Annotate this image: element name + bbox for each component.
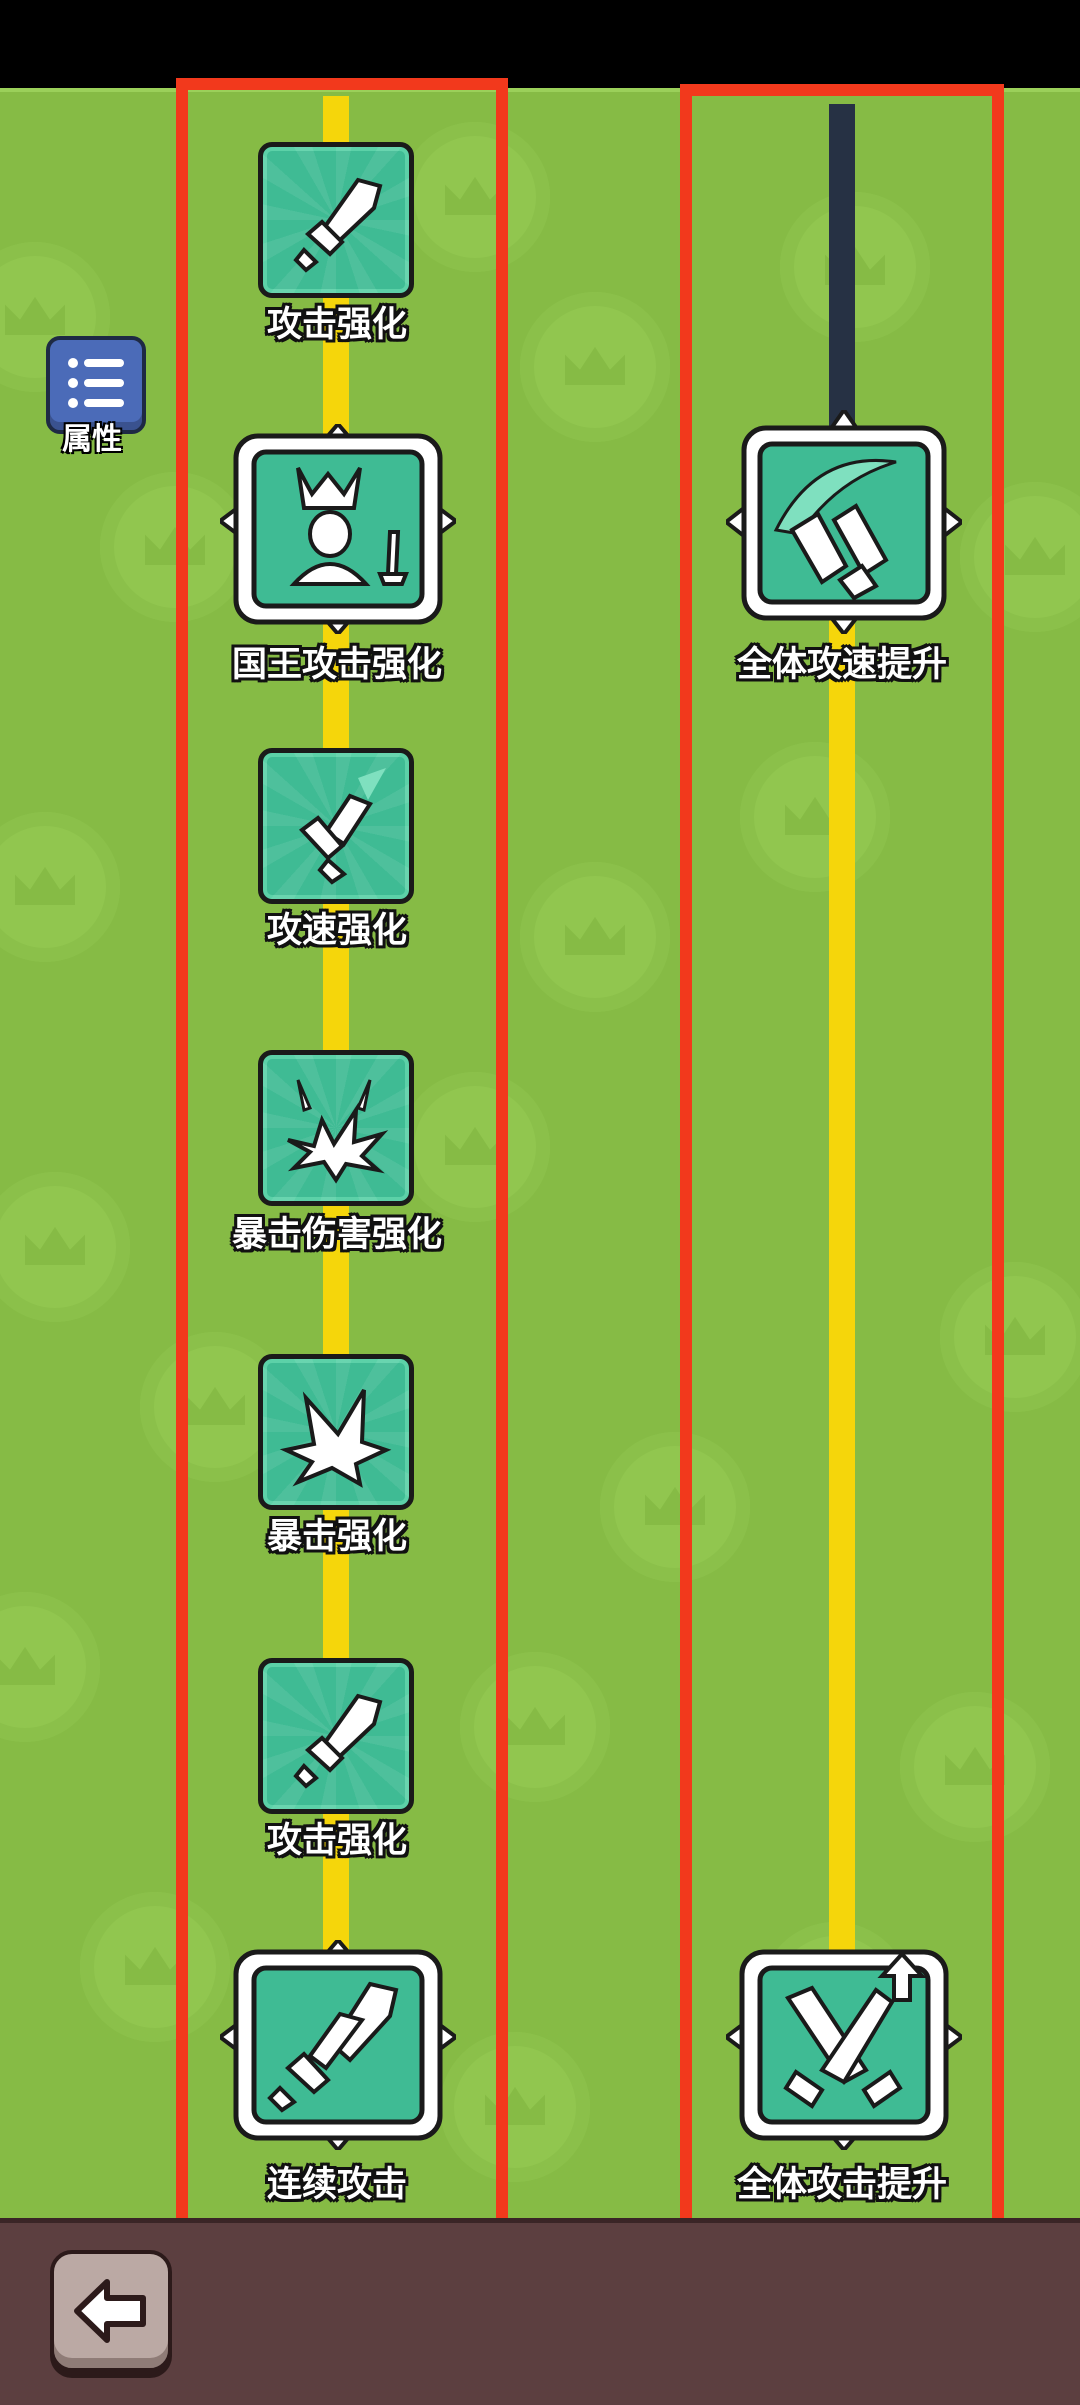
right-connector-line [829, 454, 855, 2054]
skill-node-attack-up-2[interactable] [258, 1658, 414, 1814]
background-coin [80, 1892, 230, 2042]
skill-node-attack-speed-up[interactable] [258, 748, 414, 904]
attributes-button[interactable]: 属性 [42, 336, 146, 456]
all-attack-speed-icon [773, 458, 897, 601]
background-coin [520, 862, 670, 1012]
crit-damage-icon [287, 1079, 389, 1184]
crit-icon [279, 1388, 392, 1488]
fast-sword-icon [299, 768, 386, 885]
sword-icon [293, 1693, 383, 1789]
bottom-bar [0, 2218, 1080, 2405]
skill-node-crit-up[interactable] [258, 1354, 414, 1510]
skill-label: 攻速强化 [266, 911, 408, 950]
background-coin [440, 2032, 590, 2182]
background-coin [960, 482, 1080, 632]
skill-label: 攻击强化 [266, 305, 408, 344]
skill-label: 暴击强化 [266, 1517, 408, 1556]
skill-node-all-attack-up[interactable] [726, 1940, 962, 2150]
list-icon [46, 336, 146, 434]
skill-node-king-attack-up[interactable] [220, 424, 456, 634]
skill-label: 全体攻速提升 [736, 645, 948, 684]
back-arrow-icon [74, 2279, 146, 2343]
attributes-label: 属性 [62, 423, 122, 456]
skill-node-attack-up[interactable] [258, 142, 414, 298]
skill-label: 连续攻击 [266, 2165, 408, 2204]
sword-icon [293, 177, 383, 273]
all-attack-up-icon [783, 1951, 927, 2109]
skill-label: 暴击伤害强化 [231, 1215, 443, 1254]
background-coin [900, 1692, 1050, 1842]
background-coin [780, 192, 930, 342]
skill-label: 全体攻击提升 [736, 2165, 948, 2204]
background-coin [740, 742, 890, 892]
highlight-box-right [680, 84, 1004, 2254]
background-coin [100, 472, 250, 622]
background-coin [940, 1262, 1080, 1412]
status-bar [0, 0, 1080, 88]
background-coin [0, 1592, 100, 1742]
background-coin [600, 1432, 750, 1582]
background-coin [0, 1172, 130, 1322]
back-button[interactable] [50, 2250, 172, 2372]
skill-node-combo-attack[interactable] [220, 1940, 456, 2150]
background-coin [400, 122, 550, 272]
skill-label: 国王攻击强化 [231, 645, 443, 684]
skill-node-crit-damage-up[interactable] [258, 1050, 414, 1206]
skill-node-all-attack-speed-up[interactable] [726, 410, 962, 634]
king-sword-icon [289, 466, 409, 586]
right-connector-locked [829, 104, 855, 454]
background-coin [520, 292, 670, 442]
skill-label: 攻击强化 [266, 1821, 408, 1860]
background-coin [400, 1072, 550, 1222]
highlight-box-left [176, 78, 508, 2230]
background-coin [0, 812, 120, 962]
background-coin [460, 1652, 610, 1802]
double-sword-icon [267, 1981, 399, 2113]
